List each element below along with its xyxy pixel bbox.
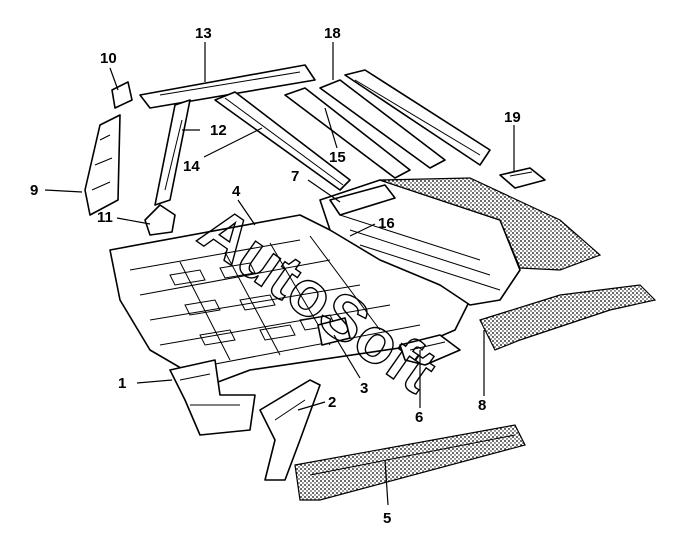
pillar-reinforcement: [154, 99, 191, 206]
callout-7: 7: [291, 168, 299, 185]
callout-9: 9: [30, 182, 38, 199]
front-pillar: [84, 81, 133, 216]
lower-bracket: [144, 204, 176, 236]
leader-lines: [44, 42, 515, 506]
callout-14: 14: [183, 158, 200, 175]
callout-4: 4: [232, 183, 241, 200]
callout-6: 6: [415, 409, 423, 426]
callout-10: 10: [100, 50, 117, 67]
callout-19: 19: [504, 109, 521, 126]
callout-1: 1: [118, 375, 126, 392]
side-sill: [294, 424, 526, 501]
callout-15: 15: [329, 149, 346, 166]
callout-5: 5: [383, 510, 391, 527]
seat-crossmember: [259, 379, 321, 481]
callout-16: 16: [378, 215, 395, 232]
callout-12: 12: [210, 122, 227, 139]
callout-3: 3: [360, 380, 368, 397]
front-crossmember: [169, 359, 256, 436]
center-bracket: [317, 317, 351, 346]
callout-18: 18: [324, 25, 341, 42]
upper-crossmembers: [139, 64, 491, 191]
rear-crossmember: [329, 184, 396, 216]
callout-2: 2: [328, 394, 336, 411]
callouts: 1 2 3 4 5 6 7 8 9 10 11 12 13 14 15 16 1…: [30, 25, 521, 527]
small-bracket: [499, 167, 546, 189]
rear-side-members: [399, 284, 657, 366]
callout-11: 11: [97, 209, 113, 226]
callout-8: 8: [478, 397, 486, 414]
rear-floor-section: [319, 177, 602, 306]
callout-13: 13: [195, 25, 212, 42]
